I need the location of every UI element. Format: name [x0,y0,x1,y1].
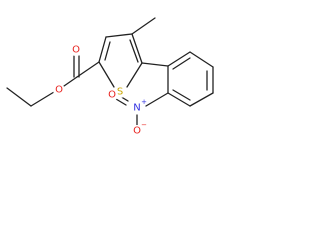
thiophene-sulfur-symbol: S [117,87,123,98]
bond-ph5-ph6-inner [172,89,191,101]
bond-carbonyl-c2 [76,61,100,78]
bond-ph2-ph3 [189,51,214,68]
nitro-oxygen-terminal-label: O [106,89,118,101]
nitro-oxygen-anion-charge: − [141,121,147,129]
bond-ch2-o [30,91,55,107]
ester-oxygen-single-label: O [53,84,65,96]
bond-ph1-ph2-inner [172,57,191,70]
bond-c4-c5-inner [129,39,139,63]
nitro-nitrogen-label: N + [131,98,147,114]
bond-c3-c2 [98,36,107,63]
nitro-oxygen-anion-label: O − [131,121,147,137]
ester-oxygen-double-label: O [70,44,82,56]
molecule-structure: O O S N + O O − [6,17,214,137]
nitro-nitrogen-symbol: N [133,103,140,114]
bonds [6,17,214,126]
nitro-nitrogen-charge: + [141,98,147,106]
bond-phenyl-nitro [145,92,169,107]
bond-ph4-ph5 [189,92,214,107]
bond-c5-c4 [131,33,143,64]
bond-c5-phenyl [141,62,169,67]
bond-n-o-double-b [115,98,127,106]
nitro-oxygen-terminal-symbol: O [108,90,116,101]
nitro-oxygen-anion-symbol: O [133,126,141,137]
bond-ch3-ch2 [6,87,32,107]
ester-oxygen-single-symbol: O [55,85,63,96]
bond-c4-c3 [105,33,133,38]
bond-ph1-ph2 [167,51,191,67]
bond-c4-methyl [131,17,156,35]
atom-labels: O O S N + O O − [53,44,147,137]
bond-s-c5 [126,62,143,88]
bond-o-carbonyl-c [63,76,78,87]
bond-c2-c3-inner [104,41,111,61]
bond-ph5-ph6 [167,92,191,107]
bond-c2-s [98,61,115,88]
ester-oxygen-double-symbol: O [72,45,80,56]
